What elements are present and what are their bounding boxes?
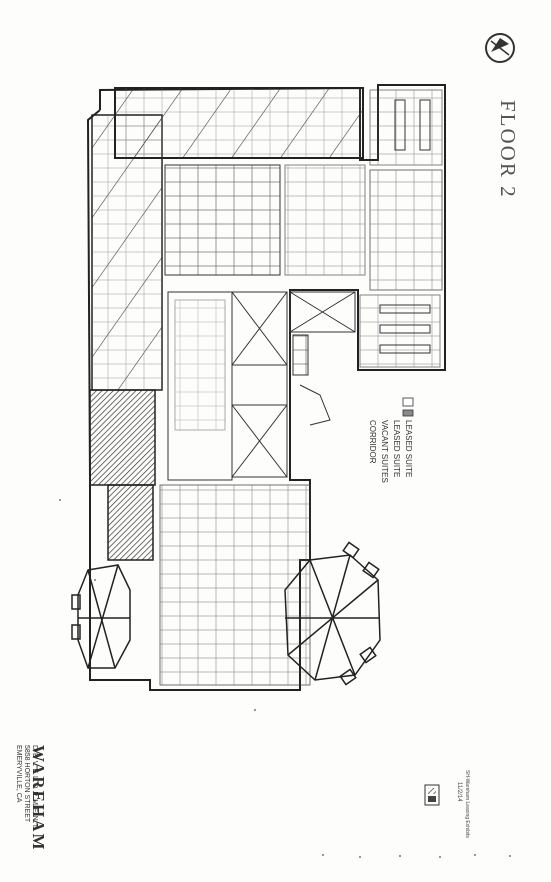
plot-date: 11/2/14 bbox=[456, 782, 462, 802]
legend-item-corridor: CORRIDOR bbox=[368, 420, 377, 464]
scan-specks bbox=[59, 499, 511, 858]
octagon-room-west bbox=[71, 564, 131, 669]
legend-item-leased-suite-2: LEASED SUITE bbox=[404, 420, 413, 478]
brand-address-line-2: EMERYVILLE, CA bbox=[15, 745, 22, 803]
brand-address-line-1: 5858 HORTON STREET bbox=[23, 745, 30, 823]
leased-suite-dense bbox=[89, 389, 156, 561]
atrium-corridor bbox=[231, 291, 356, 478]
stamp-logo-icon bbox=[424, 784, 440, 806]
leased-suite-north bbox=[114, 87, 364, 159]
building-outline bbox=[86, 84, 446, 691]
legend-item-leased-suite: LEASED SUITE bbox=[392, 420, 401, 478]
octagon-room-east bbox=[284, 541, 381, 686]
brand-subtitle: DEVELOPMENT bbox=[31, 745, 38, 831]
legend-swatches bbox=[402, 397, 414, 417]
east-wing bbox=[359, 89, 443, 368]
north-arrow-icon bbox=[485, 33, 515, 63]
plot-note: SH-Wareham Leasing Exhibits bbox=[464, 770, 470, 838]
legend-item-vacant-suites: VACANT SUITES bbox=[380, 420, 389, 483]
floor-label: FLOOR 2 bbox=[496, 100, 520, 199]
vacant-suites-center bbox=[159, 164, 366, 686]
